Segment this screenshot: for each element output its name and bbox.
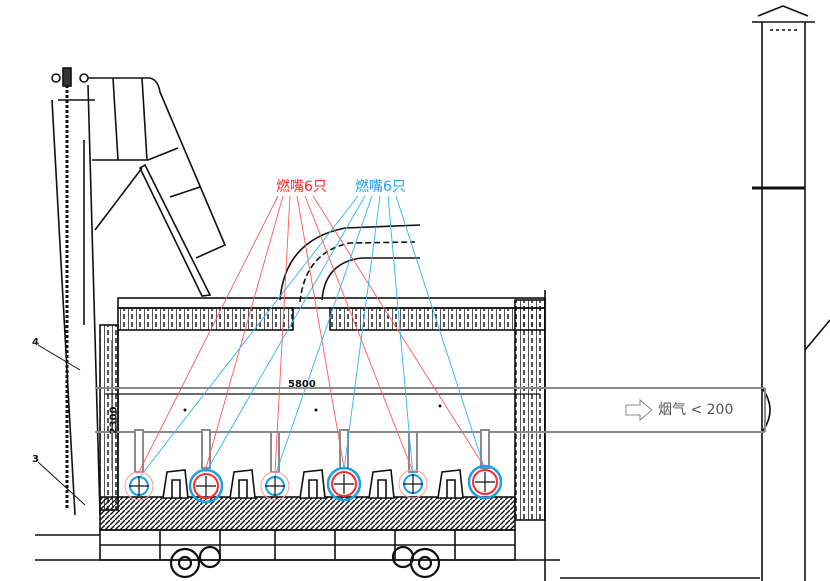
length-dimension: 5800 xyxy=(288,379,316,390)
burner-2 xyxy=(188,468,224,504)
callout-4: 4 xyxy=(32,337,39,348)
red-burner-label: 燃嘴6只 xyxy=(276,179,327,195)
burner-posts xyxy=(134,429,490,473)
height-dimension: 2300 xyxy=(108,406,120,435)
car-wheels xyxy=(169,545,441,579)
callout-3: 3 xyxy=(32,454,39,465)
blue-leader-lines xyxy=(138,195,486,479)
burners xyxy=(124,464,503,504)
hollow-right-arrow-icon xyxy=(625,398,653,422)
burner-6 xyxy=(467,464,503,500)
flue-gas-label: 烟气 < 200 xyxy=(658,402,734,418)
red-leader-lines xyxy=(138,195,486,473)
load-pedestals xyxy=(162,469,464,499)
burner-4 xyxy=(326,466,362,502)
furnace-structure xyxy=(35,5,830,581)
blue-burner-label: 燃嘴6只 xyxy=(355,179,406,195)
